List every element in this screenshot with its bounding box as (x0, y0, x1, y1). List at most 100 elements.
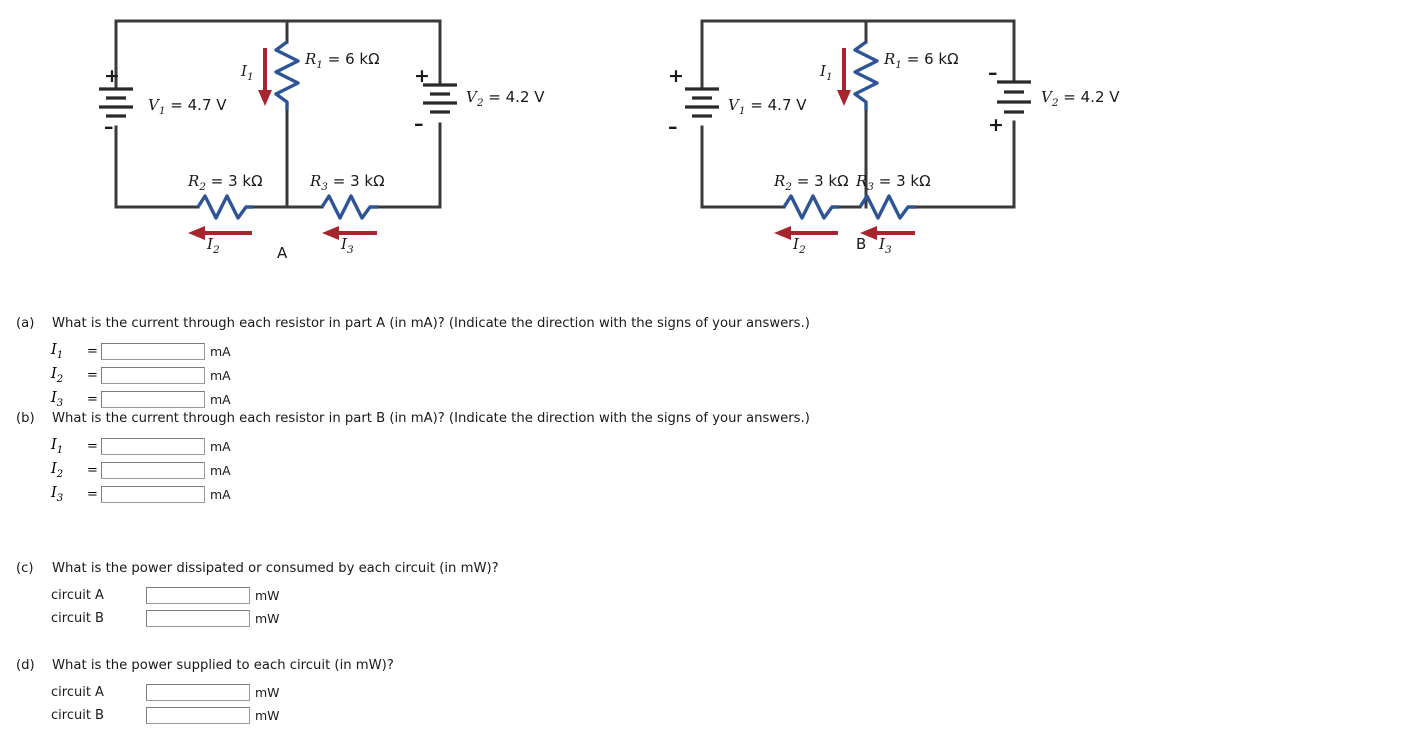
answer-input-circuit-b-d[interactable] (146, 707, 250, 725)
battery-v1-plus-sign-b: + (668, 65, 684, 87)
answer-input-i2-b[interactable] (101, 461, 205, 479)
question-c-answers: circuit A mW circuit B mW (16, 584, 499, 630)
question-b: (b) What is the current through each res… (16, 410, 810, 506)
current-arrow-i2-a (188, 226, 252, 240)
answer-input-i1-b[interactable] (101, 437, 205, 455)
answer-unit-circuit-b-d: mW (255, 708, 280, 724)
battery-v1-minus-sign-b: – (668, 116, 678, 138)
answer-label-i3-a: I3 (51, 389, 64, 409)
answer-unit-circuit-b-c: mW (255, 611, 280, 627)
answer-label-circuit-b-d: circuit B (51, 708, 104, 724)
current-label-i1-a: I1 (240, 62, 254, 83)
resistor-r1-symbol-b (853, 40, 879, 110)
battery-v2-plus-sign-b: + (988, 114, 1004, 136)
answer-unit-i1-a: mA (210, 343, 231, 359)
answer-input-circuit-a-c[interactable] (146, 587, 250, 605)
answer-label-i3-b: I3 (51, 484, 64, 504)
question-b-letter: (b) (16, 411, 35, 426)
resistor-label-r2-b: R2 = 3 kΩ (773, 172, 849, 193)
current-label-i2-b: I2 (792, 235, 806, 256)
question-a-answers: I1 = mA I2 = mA I3 = mA (16, 339, 810, 411)
battery-v1-symbol-b (685, 87, 719, 118)
current-arrow-i1-b (837, 48, 851, 106)
answer-row-i3-a: I3 = mA (16, 387, 810, 411)
question-d-answers: circuit A mW circuit B mW (16, 681, 394, 727)
answer-row-i1-a: I1 = mA (16, 339, 810, 363)
answer-row-circuit-a-c: circuit A mW (16, 584, 499, 607)
node-label-a: A (277, 244, 288, 262)
answer-row-i2-a: I2 = mA (16, 363, 810, 387)
question-d: (d) What is the power supplied to each c… (16, 657, 394, 727)
battery-v2-label-b: V2 = 4.2 V (1041, 88, 1120, 109)
question-d-text: What is the power supplied to each circu… (52, 658, 394, 673)
battery-v2-label-a: V2 = 4.2 V (466, 88, 545, 109)
answer-equals-i3-b: = (87, 486, 98, 502)
resistor-r1-symbol-a (274, 40, 300, 110)
question-c-text: What is the power dissipated or consumed… (52, 561, 499, 576)
answer-equals-i3-a: = (87, 391, 98, 407)
battery-v1-symbol-a (99, 87, 133, 118)
question-b-text: What is the current through each resisto… (52, 411, 810, 426)
answer-row-circuit-b-d: circuit B mW (16, 704, 394, 727)
battery-v1-minus-sign-a: – (104, 116, 114, 138)
answer-row-i2-b: I2 = mA (16, 458, 810, 482)
battery-v1-plus-sign-a: + (104, 65, 120, 87)
answer-input-circuit-b-c[interactable] (146, 610, 250, 628)
battery-v1-label-b: V1 = 4.7 V (728, 96, 807, 117)
answer-row-i3-b: I3 = mA (16, 482, 810, 506)
battery-v2-symbol-a (423, 83, 457, 114)
question-a-heading: (a) What is the current through each res… (16, 315, 810, 332)
answer-label-circuit-a-c: circuit A (51, 588, 104, 604)
answer-label-circuit-a-d: circuit A (51, 685, 104, 701)
battery-v1-label-a: V1 = 4.7 V (148, 96, 227, 117)
current-arrow-i3-a (322, 226, 377, 240)
answer-unit-circuit-a-d: mW (255, 685, 280, 701)
current-label-i3-b: I3 (878, 235, 892, 256)
answer-equals-i1-b: = (87, 438, 98, 454)
question-d-heading: (d) What is the power supplied to each c… (16, 657, 394, 674)
resistor-r3-symbol-b (858, 194, 916, 220)
answer-input-i3-a[interactable] (101, 390, 205, 408)
node-label-b: B (856, 235, 866, 253)
question-a-text: What is the current through each resisto… (52, 316, 810, 331)
current-arrow-i2-b (774, 226, 838, 240)
battery-v2-minus-sign-b: – (988, 62, 998, 84)
answer-unit-i1-b: mA (210, 438, 231, 454)
question-d-letter: (d) (16, 658, 35, 673)
question-c: (c) What is the power dissipated or cons… (16, 560, 499, 630)
question-c-heading: (c) What is the power dissipated or cons… (16, 560, 499, 577)
current-arrow-i3-b (860, 226, 915, 240)
current-label-i2-a: I2 (206, 235, 220, 256)
answer-equals-i1-a: = (87, 343, 98, 359)
answer-equals-i2-b: = (87, 462, 98, 478)
answer-label-i1-a: I1 (51, 341, 64, 361)
answer-equals-i2-a: = (87, 367, 98, 383)
resistor-label-r1-b: R1 = 6 kΩ (883, 50, 959, 71)
answer-input-i1-a[interactable] (101, 342, 205, 360)
answer-row-i1-b: I1 = mA (16, 434, 810, 458)
answer-row-circuit-a-d: circuit A mW (16, 681, 394, 704)
answer-label-i1-b: I1 (51, 436, 64, 456)
question-a: (a) What is the current through each res… (16, 315, 810, 411)
answer-unit-i3-a: mA (210, 391, 231, 407)
answer-label-i2-b: I2 (51, 460, 64, 480)
answer-unit-circuit-a-c: mW (255, 588, 280, 604)
answer-input-i2-a[interactable] (101, 366, 205, 384)
current-label-i1-b: I1 (819, 62, 833, 83)
battery-v2-plus-sign-a: + (414, 65, 430, 87)
resistor-label-r1-a: R1 = 6 kΩ (304, 50, 380, 71)
circuit-diagram-b: + – V1 = 4.7 V – + V2 = 4.2 V I1 (660, 0, 1180, 285)
current-arrow-i1-a (258, 48, 272, 106)
answer-input-i3-b[interactable] (101, 485, 205, 503)
question-b-heading: (b) What is the current through each res… (16, 410, 810, 427)
answer-unit-i2-a: mA (210, 367, 231, 383)
answer-unit-i2-b: mA (210, 462, 231, 478)
circuit-diagram-a: + – V1 = 4.7 V + – V2 = 4.2 V I1 (0, 0, 620, 285)
question-c-letter: (c) (16, 561, 34, 576)
answer-unit-i3-b: mA (210, 486, 231, 502)
battery-v2-symbol-b (997, 80, 1031, 114)
question-a-letter: (a) (16, 316, 35, 331)
resistor-label-r3-b: R3 = 3 kΩ (855, 172, 931, 193)
resistor-r2-symbol-b (782, 194, 839, 220)
answer-input-circuit-a-d[interactable] (146, 684, 250, 702)
